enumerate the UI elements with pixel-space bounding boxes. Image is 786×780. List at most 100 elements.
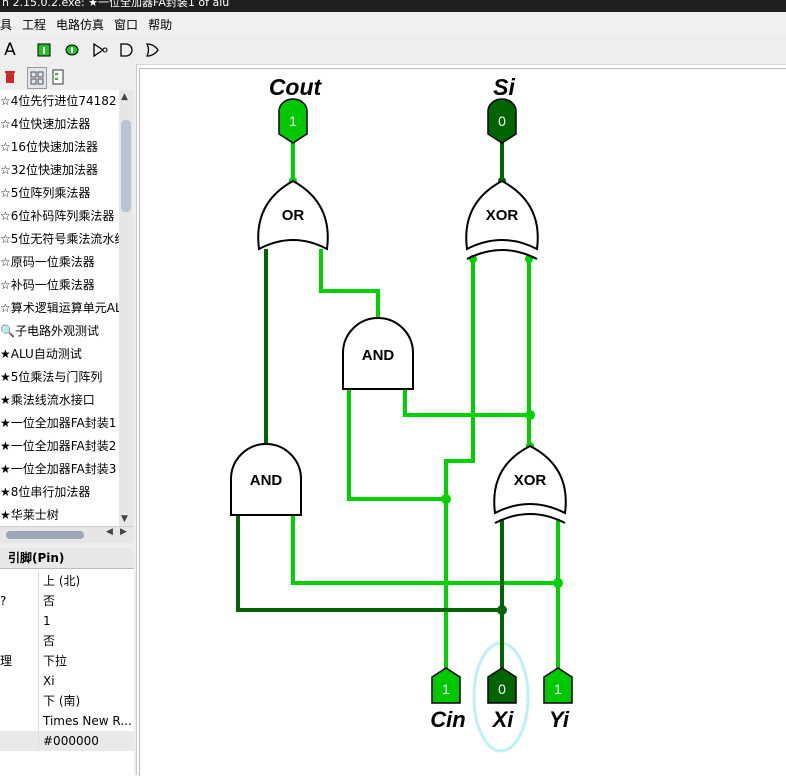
menu-item-window[interactable]: 窗口 xyxy=(114,17,139,32)
tree-vertical-scrollbar[interactable]: ▲ ▼ xyxy=(119,90,133,526)
and-gate-middle[interactable]: AND xyxy=(342,317,414,390)
menu-item-simulate[interactable]: 电路仿真 xyxy=(56,17,105,32)
property-row[interactable]: 理 下拉 xyxy=(0,651,134,671)
circuit-canvas[interactable]: OR XOR AND AND XOR 1 Cout xyxy=(139,68,786,776)
toolbar: A xyxy=(0,36,786,65)
input-pin-yi[interactable]: 1 xyxy=(543,667,573,704)
property-value[interactable]: 下拉 xyxy=(43,654,68,668)
menu-item-project[interactable]: 工程 xyxy=(22,17,47,32)
add-input-pin-button[interactable] xyxy=(34,40,54,60)
properties-title: 引脚(Pin) xyxy=(0,548,134,569)
tree-item[interactable]: ★一位全加器FA封装1 xyxy=(0,416,117,430)
property-value[interactable]: 1 xyxy=(43,614,51,628)
property-row[interactable]: 1 xyxy=(0,611,134,631)
tree-item[interactable]: ★ALU自动测试 xyxy=(0,347,82,361)
cout-value: 1 xyxy=(289,113,297,129)
input-pin-cin[interactable]: 1 xyxy=(431,667,461,704)
scroll-right-icon[interactable]: ▶ xyxy=(120,527,127,537)
add-or-gate-button[interactable] xyxy=(142,40,162,60)
window-titlebar: n 2.15.0.2.exe: ★一位全加器FA封装1 of alu xyxy=(0,0,786,12)
not-gate-icon xyxy=(93,42,108,58)
tree-item[interactable]: ★5位乘法与门阵列 xyxy=(0,370,103,384)
explorer-toolbar xyxy=(0,64,136,90)
menu-item-edit[interactable]: 具 xyxy=(0,17,13,32)
input-pin-xi[interactable]: 0 xyxy=(487,667,517,704)
tree-item[interactable]: ☆6位补码阵列乘法器 xyxy=(0,209,115,223)
menu-bar: 具 工程 电路仿真 窗口 帮助 xyxy=(0,12,786,36)
xor-bottom-label: XOR xyxy=(514,472,547,489)
property-divider xyxy=(38,571,39,591)
property-value[interactable]: Times New R... xyxy=(43,714,132,728)
cout-label: Cout xyxy=(269,74,323,100)
property-row[interactable]: ?否 xyxy=(0,591,134,611)
scroll-up-icon[interactable]: ▲ xyxy=(121,92,128,102)
layout-view-button[interactable] xyxy=(27,67,47,89)
property-value[interactable]: 否 xyxy=(43,594,56,608)
xor-gate-bottom[interactable]: XOR xyxy=(493,444,567,524)
or-gate-icon xyxy=(145,43,159,57)
and-middle-label: AND xyxy=(362,347,395,364)
add-output-pin-button[interactable] xyxy=(62,40,82,60)
property-row[interactable]: 上 (北) xyxy=(0,571,134,591)
property-row[interactable]: 否 xyxy=(0,631,134,651)
property-divider xyxy=(38,611,39,631)
tree-item[interactable]: ☆5位阵列乘法器 xyxy=(0,186,91,200)
or-gate-top[interactable]: OR xyxy=(257,179,329,251)
delete-button[interactable] xyxy=(2,68,18,86)
tree-item[interactable]: ★华莱士树 xyxy=(0,508,59,522)
text-tool-icon: A xyxy=(4,40,16,60)
property-value[interactable]: Xi xyxy=(43,674,55,688)
tree-item[interactable]: ☆16位快速加法器 xyxy=(0,140,99,154)
property-value[interactable]: 下 (南) xyxy=(43,694,81,708)
tree-item[interactable]: ☆算术逻辑运算单元ALU xyxy=(0,301,119,315)
cin-value: 1 xyxy=(442,681,450,697)
or-gate-label: OR xyxy=(282,207,305,224)
output-pin-si[interactable]: 0 xyxy=(487,98,517,144)
add-and-gate-button[interactable] xyxy=(116,40,136,60)
property-divider xyxy=(38,631,39,651)
scroll-left-icon[interactable]: ◀ xyxy=(106,527,113,537)
output-pin-cout[interactable]: 1 xyxy=(278,98,308,144)
tree-item[interactable]: ☆4位先行进位74182 xyxy=(0,94,117,108)
text-tool-button[interactable]: A xyxy=(0,40,20,60)
scroll-thumb[interactable] xyxy=(121,120,131,212)
tree-item[interactable]: ☆4位快速加法器 xyxy=(0,117,91,131)
scroll-down-icon[interactable]: ▼ xyxy=(121,514,128,524)
property-value[interactable]: 否 xyxy=(43,634,56,648)
hscroll-thumb[interactable] xyxy=(6,531,84,539)
property-row[interactable]: #000000 xyxy=(0,731,134,751)
properties-table: 上 (北) ?否 1 否理 下拉 Xi 下 (南) Times New R... #000000 xyxy=(0,569,134,775)
property-divider xyxy=(38,651,39,671)
add-not-gate-button[interactable] xyxy=(90,40,110,60)
tree-item[interactable]: ☆5位无符号乘法流水线 xyxy=(0,232,119,246)
property-row[interactable]: Times New R... xyxy=(0,711,134,731)
tree-item[interactable]: ★8位串行加法器 xyxy=(0,485,91,499)
property-value[interactable]: #000000 xyxy=(43,734,99,748)
xi-label: Xi xyxy=(491,707,515,732)
tree-item[interactable]: ☆原码一位乘法器 xyxy=(0,255,95,269)
property-row[interactable]: 下 (南) xyxy=(0,691,134,711)
appearance-view-button[interactable] xyxy=(50,67,66,87)
property-key: 理 xyxy=(0,654,13,668)
output-pin-icon xyxy=(65,44,79,56)
circuit-diagram: OR XOR AND AND XOR 1 Cout xyxy=(230,74,573,753)
property-divider xyxy=(38,671,39,691)
property-divider xyxy=(38,691,39,711)
tree-item[interactable]: ★乘法线流水接口 xyxy=(0,393,95,407)
tree-horizontal-scrollbar[interactable]: ◀ ▶ xyxy=(0,526,133,543)
property-value[interactable]: 上 (北) xyxy=(43,574,81,588)
tree-item[interactable]: ☆32位快速加法器 xyxy=(0,163,99,177)
and-gate-left[interactable]: AND xyxy=(230,443,302,516)
explorer-panel: ☆4位先行进位74182 ☆4位快速加法器 ☆16位快速加法器 ☆32位快速加法器 ☆5… xyxy=(0,64,137,775)
trash-icon xyxy=(5,71,15,83)
input-pin-icon xyxy=(37,43,51,57)
menu-item-help[interactable]: 帮助 xyxy=(148,17,173,32)
property-row[interactable]: Xi xyxy=(0,671,134,691)
circuit-tree: ☆4位先行进位74182 ☆4位快速加法器 ☆16位快速加法器 ☆32位快速加法器 ☆5… xyxy=(0,90,119,526)
tree-item[interactable]: ★一位全加器FA封装3 xyxy=(0,462,117,476)
tree-item[interactable]: 🔍子电路外观测试 xyxy=(0,324,99,338)
tree-item[interactable]: ★一位全加器FA封装2 xyxy=(0,439,117,453)
tree-item[interactable]: ☆补码一位乘法器 xyxy=(0,278,95,292)
layout-icon xyxy=(30,71,44,85)
xor-gate-top[interactable]: XOR xyxy=(465,179,539,260)
